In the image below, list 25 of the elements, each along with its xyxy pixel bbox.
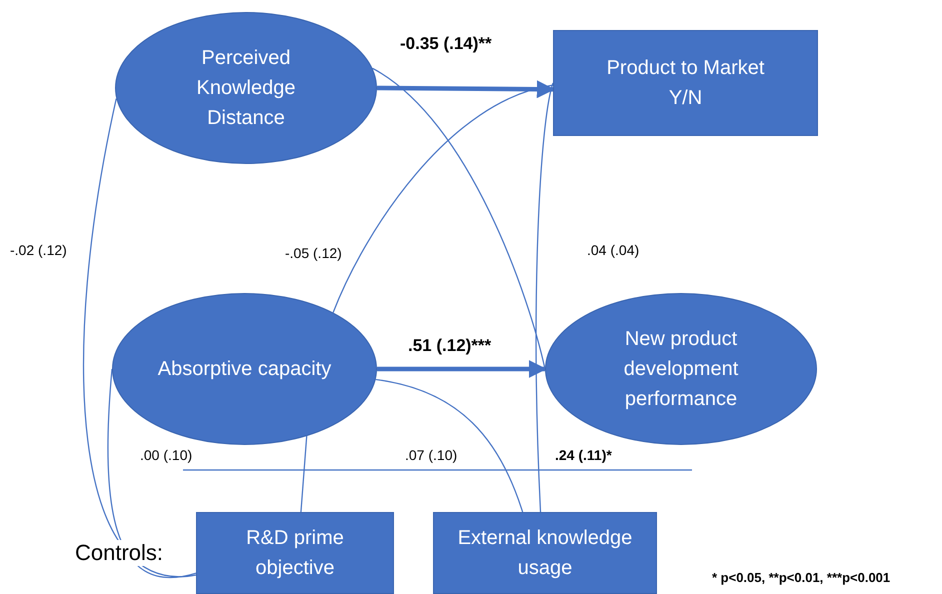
- coefficient-label: -.05 (.12): [285, 245, 342, 261]
- connector-line: [536, 82, 554, 512]
- coefficient-label: .24 (.11)*: [555, 447, 612, 463]
- connector-line: [332, 84, 554, 313]
- edge-label: .51 (.12)***: [408, 336, 492, 356]
- connector-line: [83, 98, 196, 576]
- construct-box: R&D prime objective: [196, 512, 394, 594]
- connector-line: [107, 368, 196, 578]
- connector-line: [372, 68, 546, 370]
- coefficient-label: .04 (.04): [587, 242, 640, 258]
- group-label: Controls:: [75, 540, 164, 566]
- connector-line: [300, 436, 308, 512]
- coefficient-label: .00 (.10): [140, 447, 192, 463]
- coefficient-label: .07 (.10): [405, 447, 458, 463]
- connector-line: [376, 378, 524, 512]
- arrow: [376, 80, 555, 98]
- edge-label: -0.35 (.14)**: [400, 34, 492, 54]
- coefficient-label: -.02 (.12): [10, 242, 67, 258]
- construct-ellipse: Absorptive capacity: [112, 293, 377, 445]
- construct-box: External knowledge usage: [433, 512, 657, 594]
- construct-box: Product to Market Y/N: [553, 30, 818, 136]
- construct-ellipse: New product development performance: [545, 293, 817, 445]
- construct-ellipse: Perceived Knowledge Distance: [115, 12, 377, 164]
- arrow: [377, 360, 547, 378]
- footnote: * p<0.05, **p<0.01, ***p<0.001: [712, 570, 890, 585]
